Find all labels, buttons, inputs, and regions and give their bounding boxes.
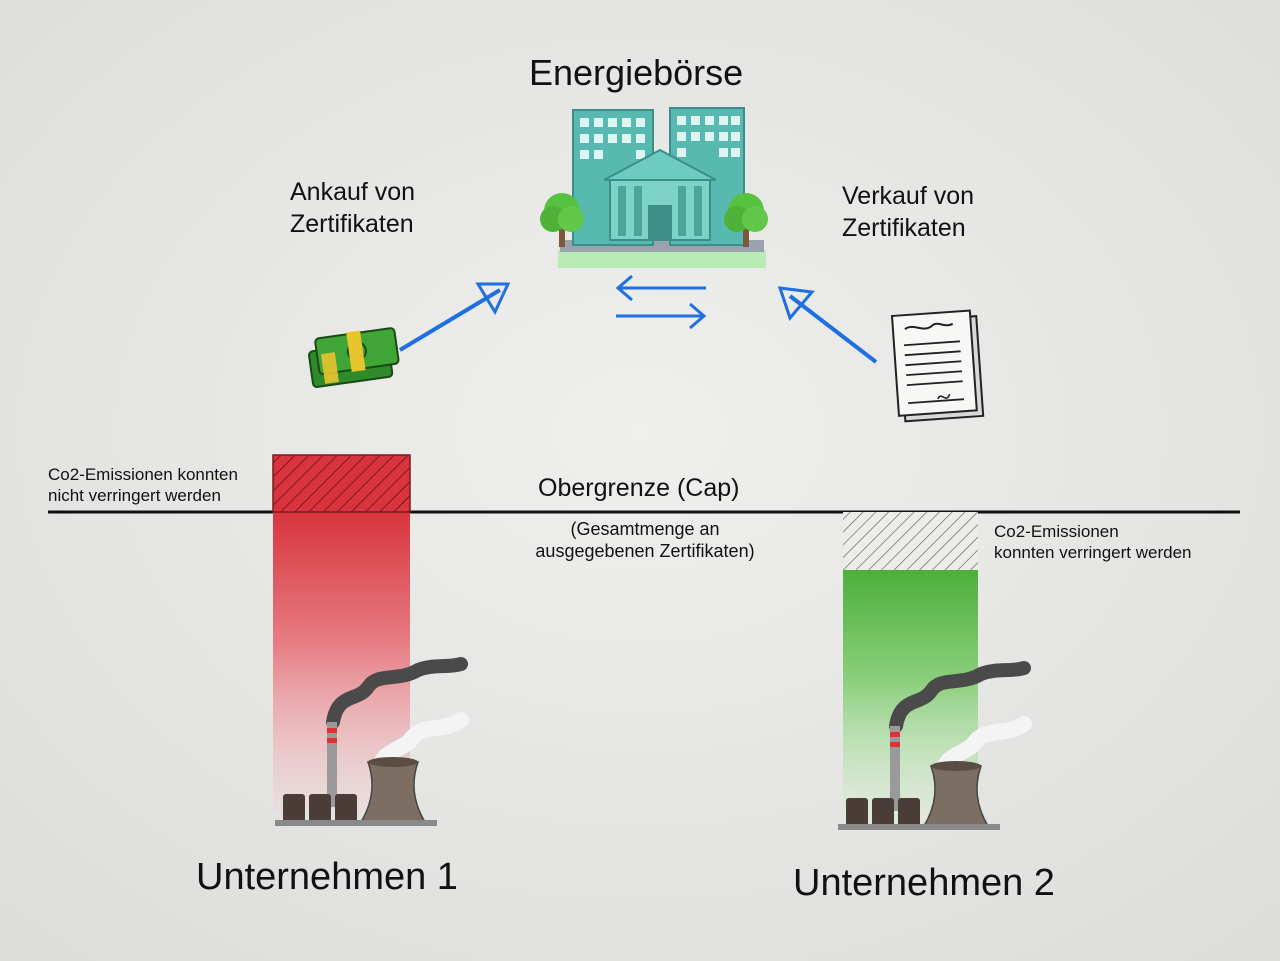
cap-label: Obergrenze (Cap) xyxy=(538,474,740,502)
sale-arrow xyxy=(777,286,878,364)
company2-reduction-hatch xyxy=(843,512,978,570)
company1-emission-bar xyxy=(272,454,411,812)
company1-note-line1: Co2-Emissionen konnten xyxy=(48,465,238,484)
cap-sublabel-line2: ausgegebenen Zertifikaten) xyxy=(535,541,755,561)
exchange-arrows-icon xyxy=(615,274,707,330)
stock-exchange-building-icon xyxy=(540,107,768,268)
cap-sublabel-line1: (Gesamtmenge an xyxy=(570,519,720,539)
certificate-document-icon xyxy=(890,309,985,423)
sale-label-line2: Zertifikaten xyxy=(842,214,966,242)
money-bundle-icon xyxy=(308,327,400,388)
company1-note: Co2-Emissionen konnten nicht verringert … xyxy=(48,464,238,506)
purchase-label-line2: Zertifikaten xyxy=(290,210,414,238)
company1-note-line2: nicht verringert werden xyxy=(48,486,221,505)
company1-name: Unternehmen 1 xyxy=(196,856,458,898)
page-title: Energiebörse xyxy=(529,52,744,93)
purchase-label: Ankauf von Zertifikaten xyxy=(290,176,415,240)
company1-excess-hatch xyxy=(272,454,411,513)
sale-label: Verkauf von Zertifikaten xyxy=(842,180,974,244)
sale-label-line1: Verkauf von xyxy=(842,182,975,210)
company2-note: Co2-Emissionen konnten verringert werden xyxy=(994,521,1192,563)
cap-sublabel: (Gesamtmenge an ausgegebenen Zertifikate… xyxy=(520,518,770,562)
purchase-label-line1: Ankauf von xyxy=(290,178,416,206)
company2-name: Unternehmen 2 xyxy=(793,862,1055,904)
company2-note-line1: Co2-Emissionen xyxy=(994,522,1119,541)
purchase-arrow xyxy=(398,282,511,352)
company2-note-line2: konnten verringert werden xyxy=(994,543,1192,562)
